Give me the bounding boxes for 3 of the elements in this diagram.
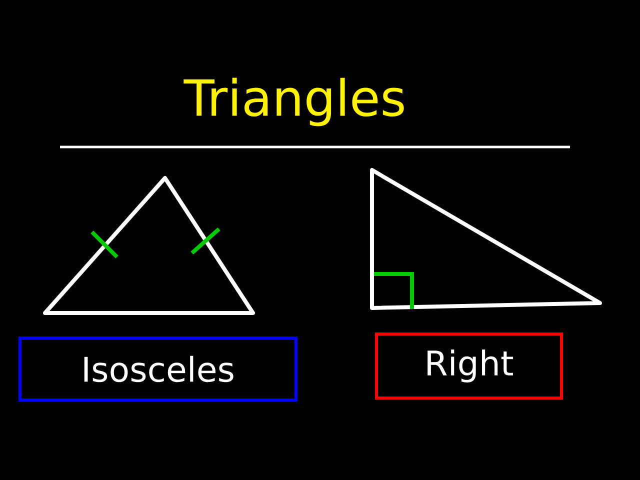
label-box: Isosceles	[18, 336, 298, 402]
label-box: Right	[375, 332, 563, 400]
title: Triangles	[184, 78, 404, 126]
